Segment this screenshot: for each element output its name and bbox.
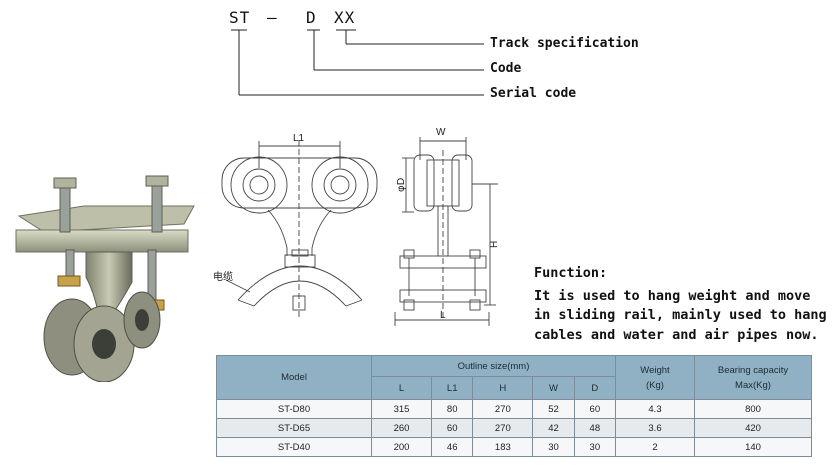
cable-label: 电缆	[213, 270, 233, 283]
cell-l: 260	[370, 418, 433, 438]
code-part-spec: XX	[334, 8, 356, 27]
product-photo	[15, 175, 195, 382]
subheader-h: H	[472, 376, 534, 400]
code-part-series: ST	[229, 8, 251, 27]
code-part-code: D	[306, 8, 317, 27]
header-weight-unit: (Kg)	[646, 379, 664, 391]
subheader-l: L	[370, 376, 433, 400]
cell-model: ST-D65	[216, 418, 372, 438]
function-line: in sliding rail, mainly used to hang	[534, 307, 827, 323]
side-view-drawing	[394, 137, 498, 326]
dim-l-right-label: L	[440, 310, 446, 321]
cell-d: 60	[573, 399, 617, 419]
cell-w: 52	[532, 399, 575, 419]
code-part-dash: —	[267, 8, 278, 27]
subheader-l1: L1	[431, 376, 474, 400]
cell-bearing: 140	[694, 437, 812, 457]
function-line: cables and water and air pipes now.	[534, 326, 819, 343]
header-outline-size: Outline size(mm)	[371, 355, 616, 377]
dim-h-label: H	[489, 241, 500, 248]
cell-weight: 3.6	[615, 418, 695, 438]
dim-d-label: φD	[396, 177, 407, 192]
cell-l1: 46	[431, 437, 474, 457]
cell-l: 200	[370, 437, 433, 457]
cell-h: 270	[472, 399, 534, 419]
legend-track-spec: Track specification	[490, 36, 639, 51]
front-view-drawing	[221, 140, 378, 320]
header-weight: Weight (Kg)	[615, 355, 695, 400]
legend-serial-code: Serial code	[490, 86, 577, 101]
dim-w-label: W	[436, 127, 446, 138]
cell-model: ST-D40	[216, 437, 372, 457]
cell-model: ST-D80	[216, 399, 372, 419]
cell-bearing: 420	[694, 418, 812, 438]
legend-code: Code	[490, 61, 522, 76]
cell-bearing: 800	[694, 399, 812, 419]
subheader-w: W	[532, 376, 575, 400]
function-section: Function: It is used to hang weight and …	[534, 264, 834, 345]
cell-weight: 2	[615, 437, 695, 457]
dim-l1-label: L1	[293, 133, 305, 144]
function-title: Function:	[534, 265, 608, 281]
spec-table: Model Outline size(mm) Weight (Kg) Beari…	[216, 355, 812, 457]
header-bearing-unit: Max(Kg)	[735, 379, 771, 391]
function-line: It is used to hang weight and move	[534, 287, 811, 304]
header-weight-label: Weight	[640, 364, 670, 376]
cell-l1: 80	[431, 399, 474, 419]
header-bearing: Bearing capacity Max(Kg)	[694, 355, 812, 400]
cell-w: 30	[532, 437, 575, 457]
table-row: ST-D40 200 46 183 30 30 2 140	[216, 437, 812, 457]
subheader-d: D	[573, 376, 617, 400]
cell-d: 48	[573, 418, 617, 438]
header-bearing-label: Bearing capacity	[717, 364, 789, 376]
cell-weight: 4.3	[615, 399, 695, 419]
code-leader-lines	[231, 29, 484, 96]
cell-h: 183	[472, 437, 534, 457]
table-row: ST-D80 315 80 270 52 60 4.3 800	[216, 399, 812, 419]
table-row: ST-D65 260 60 270 42 48 3.6 420	[216, 418, 812, 438]
cell-d: 30	[573, 437, 617, 457]
header-model: Model	[216, 355, 372, 400]
cell-l1: 60	[431, 418, 474, 438]
cell-l: 315	[370, 399, 433, 419]
cell-w: 42	[532, 418, 575, 438]
cell-h: 270	[472, 418, 534, 438]
